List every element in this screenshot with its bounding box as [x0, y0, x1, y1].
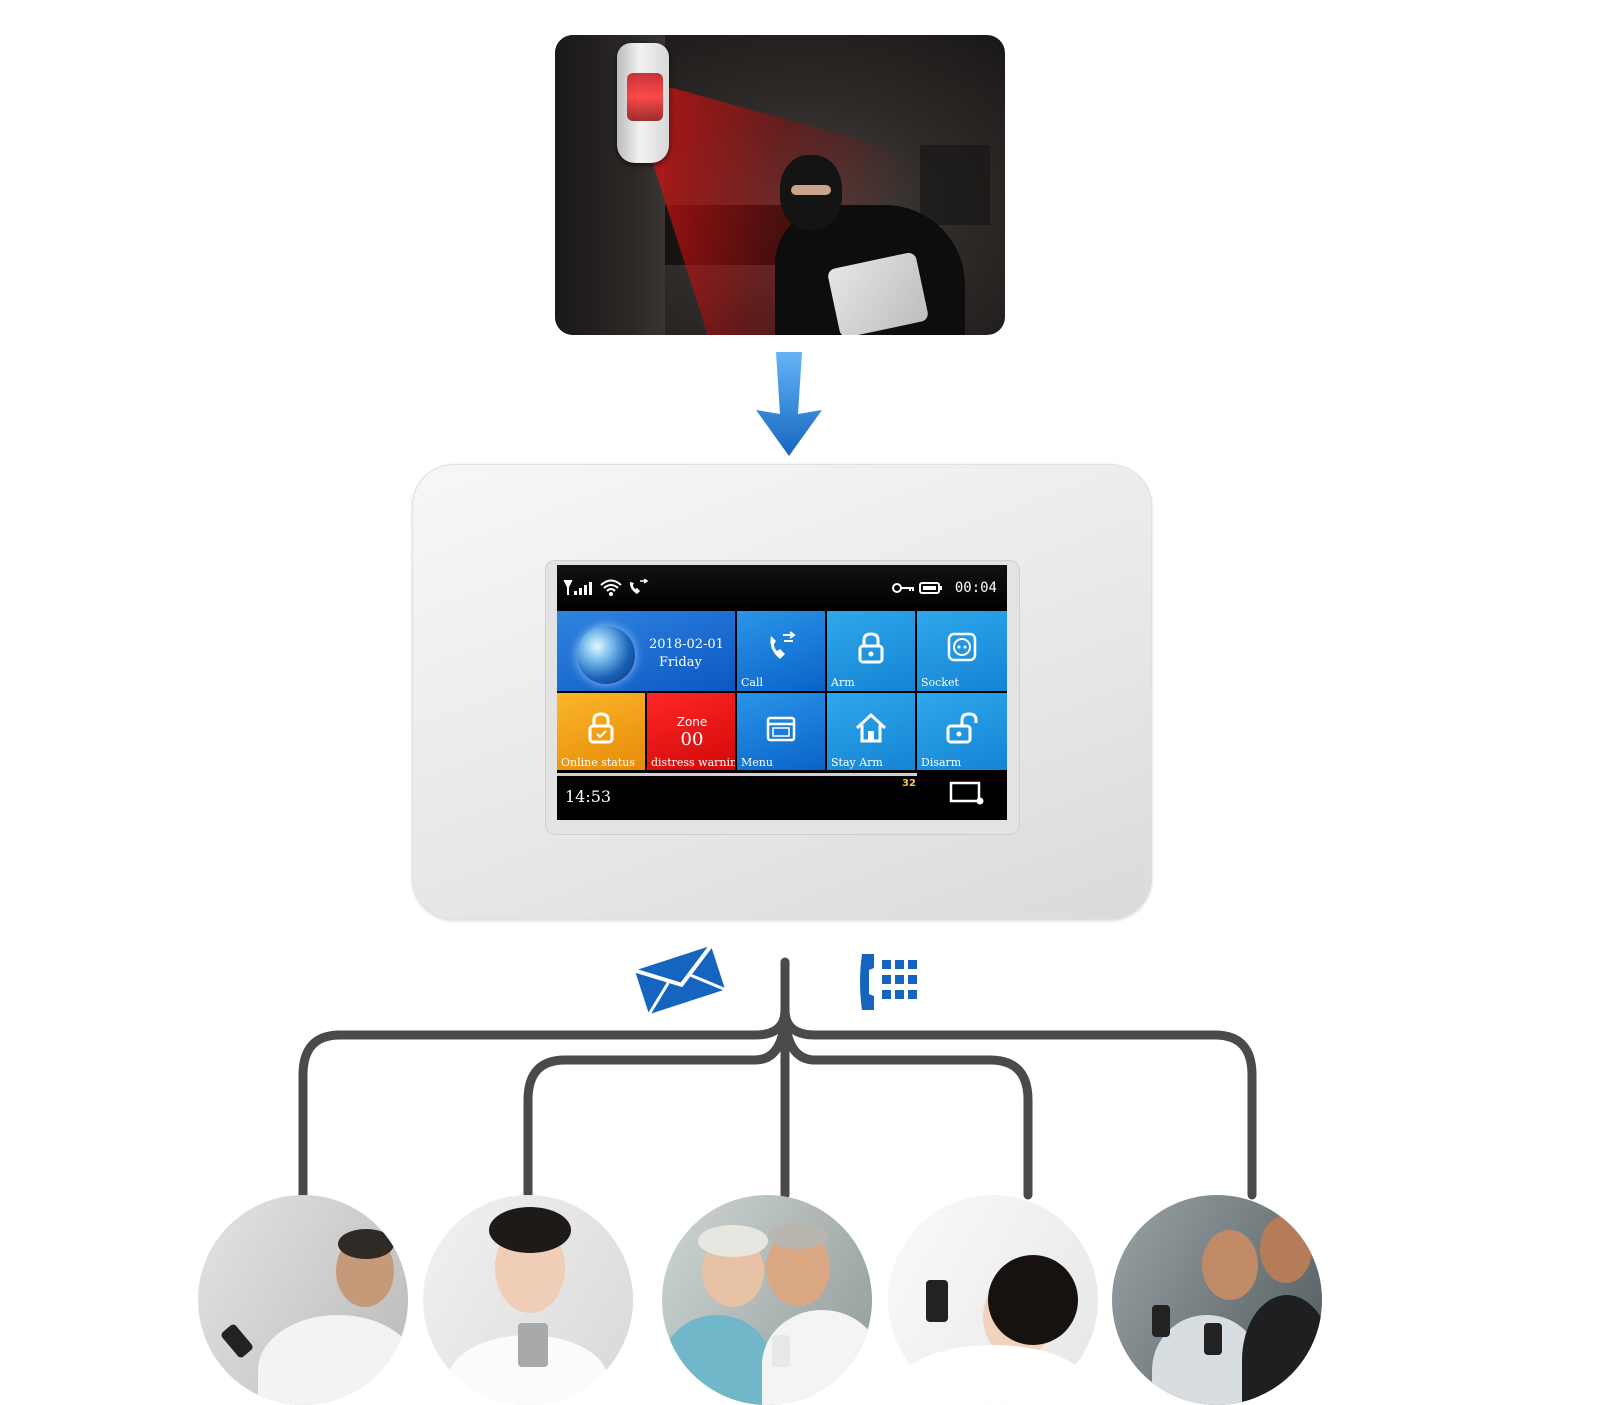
- disarm-label: Disarm: [921, 756, 962, 769]
- status-time: 00:04: [954, 580, 997, 596]
- home-icon: [855, 712, 887, 743]
- arm-label: Arm: [831, 676, 855, 689]
- sensor-lens: [627, 73, 663, 121]
- online-status-tile[interactable]: Online status: [557, 693, 645, 771]
- call-icon: [770, 631, 796, 659]
- call-tile[interactable]: Call: [737, 611, 825, 691]
- counter-value: 32: [902, 778, 916, 789]
- wifi-icon: [599, 579, 623, 597]
- status-bar: 00:04: [557, 565, 1007, 611]
- battery-icon: [919, 579, 943, 597]
- lock-icon: [858, 632, 884, 664]
- distress-warning-tile[interactable]: Zone 00 distress warning: [647, 693, 735, 771]
- date-tile[interactable]: 2018-02-01 Friday: [557, 611, 735, 691]
- socket-tile[interactable]: Socket: [917, 611, 1007, 691]
- day-text: Friday: [659, 655, 702, 670]
- clock-text: 14:53: [565, 787, 612, 806]
- signal-icon: [563, 579, 595, 597]
- socket-label: Socket: [921, 676, 959, 689]
- phone-keypad-icon: [860, 954, 917, 1010]
- date-text: 2018-02-01: [649, 637, 724, 652]
- zone-label: Zone: [676, 715, 708, 729]
- call-label: Call: [741, 676, 764, 689]
- envelope-icon: [634, 945, 726, 1015]
- down-arrow-icon: [756, 352, 822, 456]
- key-icon: [892, 579, 916, 597]
- menu-label: Menu: [741, 756, 773, 769]
- arm-tile[interactable]: Arm: [827, 611, 915, 691]
- disarm-tile[interactable]: Disarm: [917, 693, 1007, 771]
- socket-icon: [947, 632, 977, 662]
- recipient-avatar-2: [423, 1195, 633, 1405]
- progress-line: [557, 773, 917, 776]
- menu-tile[interactable]: Menu: [737, 693, 825, 771]
- recipient-avatar-1: [198, 1195, 408, 1405]
- zone-value: 00: [680, 729, 704, 750]
- intruder-mask-eyes: [791, 185, 831, 195]
- phone-line-icon: [627, 578, 649, 597]
- recipient-avatar-5: [1112, 1195, 1322, 1405]
- menu-window-icon: [766, 716, 796, 742]
- lock-status-icon: [588, 712, 614, 744]
- online-status-label: Online status: [561, 756, 636, 769]
- alarm-panel-screen: 00:04 2018-02-01 Friday Call Arm Socket: [557, 565, 1007, 820]
- distress-warning-label: distress warning: [651, 756, 735, 769]
- recipient-avatar-4: [888, 1195, 1098, 1405]
- stay-arm-label: Stay Arm: [831, 756, 883, 769]
- recipient-avatar-3: [662, 1195, 872, 1405]
- screen-toggle-icon[interactable]: [949, 780, 985, 808]
- globe-icon: [577, 626, 635, 684]
- bottom-bar: 14:53 32: [557, 770, 1007, 820]
- stay-arm-tile[interactable]: Stay Arm: [827, 693, 915, 771]
- intrusion-scene-image: [555, 35, 1005, 335]
- unlock-icon: [946, 712, 978, 744]
